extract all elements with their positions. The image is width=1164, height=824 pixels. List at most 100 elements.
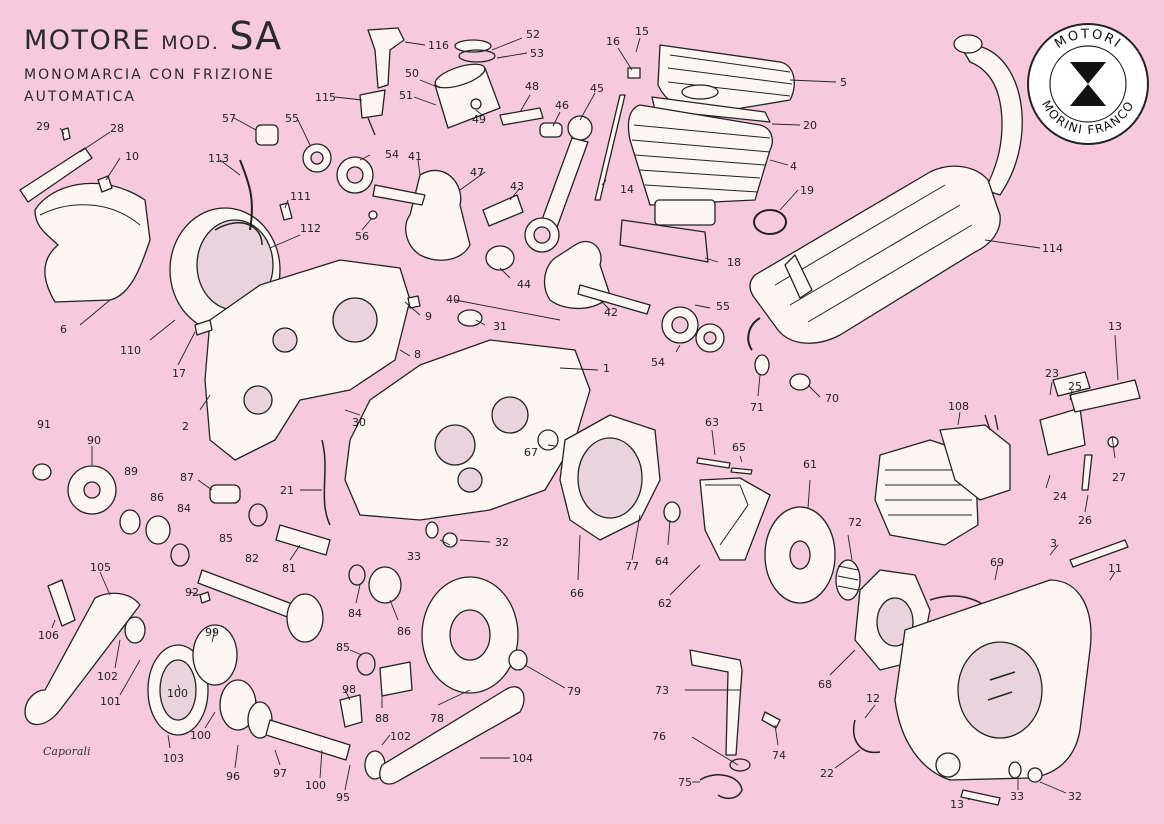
crank-half-left — [372, 169, 471, 261]
ref-label: 49 — [472, 113, 486, 126]
hourglass-bottom-icon — [1070, 84, 1106, 106]
pin-74 — [761, 711, 781, 729]
ref-label: 5 — [840, 76, 847, 89]
ref-label: 96 — [226, 770, 240, 783]
small-end-bearing — [539, 122, 563, 138]
ref-label: 63 — [705, 416, 719, 429]
ref-label: 27 — [1112, 471, 1126, 484]
intake-manifold — [1039, 407, 1086, 456]
ref-label: 79 — [567, 685, 581, 698]
hourglass-top-icon — [1070, 62, 1106, 84]
ref-label: 51 — [399, 89, 413, 102]
gasket-18 — [619, 219, 709, 263]
ref-label: 100 — [167, 687, 188, 700]
clutch-shoes — [699, 477, 771, 561]
subtitle-line-1: MONOMARCIA CON FRIZIONE — [24, 67, 275, 83]
ref-label: 3 — [1050, 537, 1057, 550]
key-98 — [339, 694, 363, 728]
ref-label: 24 — [1053, 490, 1067, 503]
ref-label: 6 — [60, 323, 67, 336]
crank-pin — [482, 194, 524, 227]
ref-label: 52 — [526, 28, 540, 41]
artist-signature: Caporali — [43, 745, 91, 758]
ref-label: 101 — [100, 695, 121, 708]
ref-label: 22 — [820, 767, 834, 780]
ref-label: 44 — [517, 278, 531, 291]
ref-label: 18 — [727, 256, 741, 269]
ref-label: 103 — [163, 752, 184, 765]
bush-87 — [209, 484, 241, 504]
bush-88 — [379, 661, 413, 697]
ref-label: 67 — [524, 446, 538, 459]
leader-lines — [51, 37, 1119, 801]
ref-label: 82 — [245, 552, 259, 565]
cylinder-barrel — [627, 104, 773, 226]
crankcase-right — [344, 339, 591, 521]
ref-label: 99 — [205, 626, 219, 639]
ref-label: 86 — [397, 625, 411, 638]
ref-label: 112 — [300, 222, 321, 235]
ref-label: 32 — [495, 536, 509, 549]
ref-label: 54 — [651, 356, 665, 369]
spark-plug — [359, 27, 405, 136]
ref-label: 33 — [407, 550, 421, 563]
key-92 — [199, 591, 211, 604]
exhaust-ring-19 — [753, 209, 787, 235]
ref-label: 114 — [1042, 242, 1063, 255]
ref-label: 87 — [180, 471, 194, 484]
ref-label: 46 — [555, 99, 569, 112]
screw-17 — [194, 319, 213, 336]
sprocket-99 — [192, 624, 238, 686]
nut-91 — [32, 463, 52, 481]
ref-label: 88 — [375, 712, 389, 725]
piston-ring-2 — [458, 49, 496, 63]
ref-label: 77 — [625, 560, 639, 573]
title-block: MOTORE MOD. SA MONOMARCIA CON FRIZIONE A… — [24, 14, 282, 108]
key-56 — [368, 210, 378, 220]
ref-label: 32 — [1068, 790, 1082, 803]
gear-82 — [286, 593, 324, 643]
ref-label: 115 — [315, 91, 336, 104]
piston-pin — [499, 107, 544, 126]
cylinder-head — [657, 44, 795, 116]
washer-84-lower — [348, 564, 366, 586]
ref-label: 13 — [950, 798, 964, 811]
clutch-spring — [835, 559, 861, 601]
clutch-gear-67 — [537, 429, 559, 451]
shaft-82 — [197, 569, 296, 619]
washer-33-lower — [1008, 761, 1022, 779]
ref-label: 65 — [732, 441, 746, 454]
bush-79 — [508, 649, 528, 671]
ref-label: 57 — [222, 112, 236, 125]
stud-nut — [627, 67, 641, 79]
head-gasket — [651, 96, 771, 123]
ref-label: 110 — [120, 344, 141, 357]
exhaust-silencer — [747, 34, 1023, 351]
washer-33 — [425, 521, 439, 539]
seal-89 — [119, 509, 141, 535]
ref-label: 16 — [606, 35, 620, 48]
spacer-57 — [255, 124, 279, 146]
ref-label: 9 — [425, 310, 432, 323]
ref-label: 102 — [97, 670, 118, 683]
ref-label: 69 — [990, 556, 1004, 569]
ref-label: 21 — [280, 484, 294, 497]
ref-label: 100 — [305, 779, 326, 792]
washer-85-lower — [356, 652, 376, 676]
ref-label: 78 — [430, 712, 444, 725]
nut-70 — [789, 373, 811, 391]
chain-103 — [147, 644, 209, 736]
gasket-13 — [1069, 379, 1141, 413]
ref-label: 28 — [110, 122, 124, 135]
spring-75 — [699, 774, 743, 800]
pedal-shaft — [265, 719, 351, 761]
ref-label: 64 — [655, 555, 669, 568]
bearing-86-lower — [368, 566, 402, 604]
ref-label: 89 — [124, 465, 138, 478]
screw-9 — [407, 295, 421, 309]
ref-label: 95 — [336, 791, 350, 804]
reference-labels: 116 52 53 16 15 5 50 51 115 48 45 46 49 … — [36, 25, 1126, 811]
ref-label: 74 — [772, 749, 786, 762]
nut-32-lower — [1027, 767, 1043, 783]
